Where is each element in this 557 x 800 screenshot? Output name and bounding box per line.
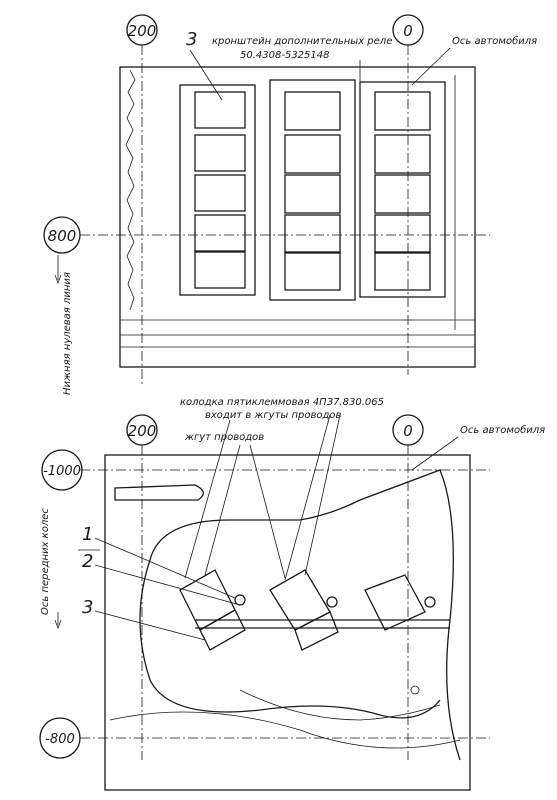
top-view-break-edge <box>125 69 136 311</box>
marker-0-top: 0 <box>403 22 413 40</box>
relay-bracket-left <box>179 84 256 296</box>
top-view-frame <box>119 66 476 368</box>
body-wheel-arch <box>109 711 461 749</box>
harness-leader-1 <box>184 419 231 579</box>
relay-bolt <box>424 596 436 608</box>
harness-leader-3 <box>249 444 286 579</box>
relay-base <box>199 609 246 651</box>
connector-leader-1 <box>284 414 331 581</box>
relay <box>284 251 341 291</box>
relay <box>194 174 246 212</box>
body-lower-contour <box>239 689 441 721</box>
marker-800-bottom: -800 <box>45 732 75 747</box>
relay-bolt <box>234 594 246 606</box>
vehicle-axis-leader-top <box>411 47 451 86</box>
relay-assembly-2 <box>269 569 339 651</box>
callout-3-top: 3 <box>186 29 197 50</box>
relay-bolt <box>326 596 338 608</box>
marker-1000-circle <box>41 449 83 491</box>
relay <box>374 134 431 174</box>
relay <box>194 134 246 172</box>
callout-3-top-leader <box>189 49 223 101</box>
marker-200-top: 200 <box>128 22 157 40</box>
ground-line-arrowhead <box>54 274 62 285</box>
marker-800: 800 <box>48 227 77 245</box>
relay-column-right <box>374 91 431 291</box>
marker-1000: -1000 <box>43 464 81 479</box>
relay-base <box>294 611 339 651</box>
body-panel-lower <box>139 559 441 719</box>
relay-body <box>179 569 236 631</box>
relay <box>284 214 341 254</box>
vehicle-axis-leader-bottom <box>411 436 459 471</box>
callout-1-leader <box>94 537 236 599</box>
relay <box>374 214 431 254</box>
relay-assembly-1 <box>179 569 246 651</box>
callout-1: 1 <box>82 524 93 545</box>
top-view: 200 0 800 3 кронштейн дополнительных рел… <box>43 14 537 395</box>
relay <box>374 91 431 131</box>
relay <box>374 251 431 291</box>
connector-leader-2 <box>304 414 341 576</box>
marker-0-top-circle <box>392 14 424 46</box>
harness-leader-2 <box>204 444 241 576</box>
callout-3-bottom: 3 <box>82 597 93 618</box>
relay-assembly-3 <box>364 574 436 631</box>
marker-200-top-circle <box>126 14 158 46</box>
marker-200-bottom: 200 <box>128 422 157 440</box>
relay <box>284 174 341 214</box>
relay <box>194 214 246 252</box>
relay <box>374 174 431 214</box>
relay-body <box>364 574 426 631</box>
body-panel-outline <box>149 469 461 761</box>
relay <box>284 91 341 131</box>
vehicle-axis-label-top: Ось автомобиля <box>452 35 537 47</box>
relay-column-left <box>194 91 246 289</box>
vehicle-axis-label-bottom: Ось автомобиля <box>460 424 545 436</box>
mounting-hole <box>410 685 420 695</box>
left-tube <box>114 484 204 501</box>
callout-2-leader <box>94 564 241 606</box>
bracket-label-line1: кронштейн дополнительных реле <box>212 36 392 47</box>
front-axle-label: Ось передних колес <box>40 508 51 615</box>
connector-label-line1: колодка пятиклеммовая 4ПЗ7.830.065 <box>180 397 384 408</box>
relay-bracket-right <box>359 81 446 298</box>
marker-0-bottom: 0 <box>403 422 413 440</box>
connector-label-line2: входит в жгуты проводов <box>205 410 342 421</box>
callout-3-bottom-leader <box>94 610 206 641</box>
bracket-label-line2: 50.4308-5325148 <box>240 50 330 61</box>
bottom-view-frame <box>104 454 471 791</box>
relay <box>284 134 341 174</box>
relay-column-middle <box>284 91 341 291</box>
relay <box>194 91 246 129</box>
marker-800-bottom-circle <box>39 717 81 759</box>
relay-bracket-middle <box>269 79 356 301</box>
relay-body <box>269 569 331 631</box>
front-axle-arrowhead <box>54 619 62 630</box>
relay <box>194 251 246 289</box>
marker-800-circle <box>43 216 81 254</box>
bottom-view: 200 0 -1000 -800 колодка пятиклеммовая 4… <box>39 397 545 791</box>
marker-0-bottom-circle <box>392 414 424 446</box>
callout-2: 2 <box>82 551 93 572</box>
harness-label: жгут проводов <box>184 432 264 443</box>
ground-zero-line-label: Нижняя нулевая линия <box>62 272 73 395</box>
marker-200-bottom-circle <box>126 414 158 446</box>
